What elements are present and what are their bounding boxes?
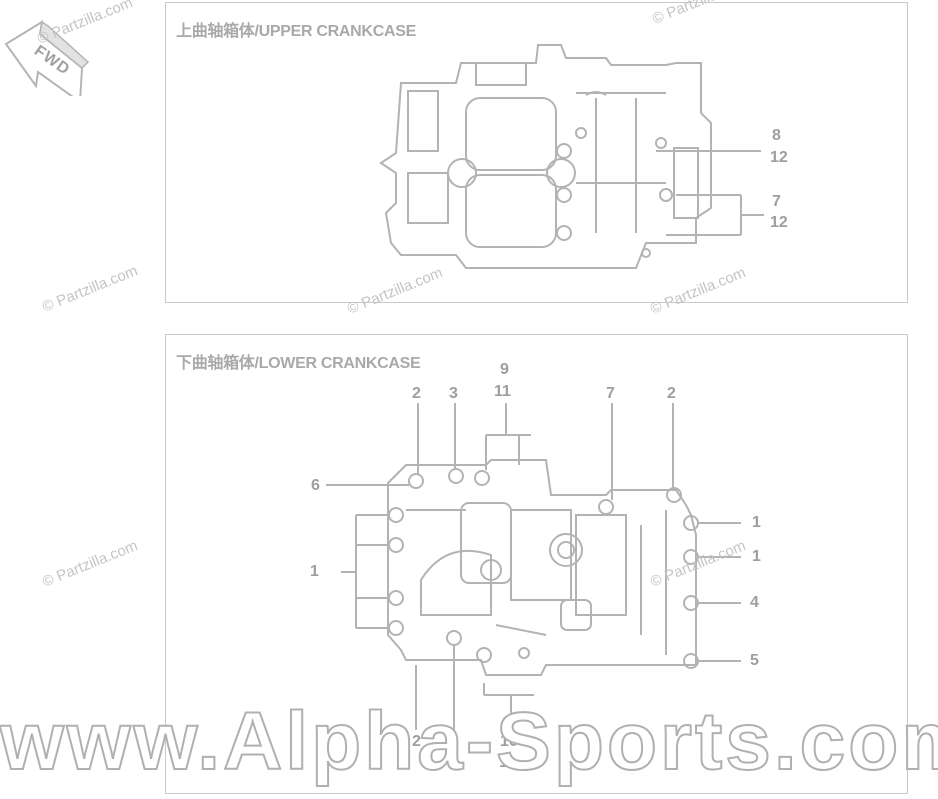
lower-callout-2-top-right: 2 [667,385,676,402]
alpha-sports-watermark: www.Alpha-Sports.com [0,695,938,788]
lower-callout-3-bottom: 3 [449,733,458,750]
upper-panel-title: 上曲轴箱体/UPPER CRANKCASE [176,23,416,40]
lower-callout-6: 6 [311,477,320,494]
upper-callout-12a: 12 [770,149,788,166]
fwd-arrow-badge: FWD [4,16,94,104]
lower-callout-11-top: 11 [494,383,511,400]
upper-callout-8: 8 [772,127,781,144]
lower-callout-4: 4 [750,594,759,611]
lower-crankcase-drawing [326,403,741,730]
partzilla-watermark: © Partzilla.com [40,262,141,316]
lower-crankcase-panel: 下曲轴箱体/LOWER CRANKCASE [165,334,908,794]
lower-callout-10: 10 [500,733,518,750]
upper-callout-12b: 12 [770,214,788,231]
lower-callout-5: 5 [750,652,759,669]
lower-callout-9: 9 [500,361,509,378]
lower-callout-7: 7 [606,385,615,402]
upper-crankcase-drawing [379,44,764,269]
upper-crankcase-panel: 上曲轴箱体/UPPER CRANKCASE [165,2,908,303]
lower-callout-11-bottom: 11 [499,754,516,771]
lower-callout-3-top: 3 [449,385,458,402]
lower-callout-1-left: 1 [310,563,319,580]
lower-panel-title: 下曲轴箱体/LOWER CRANKCASE [176,355,421,372]
partzilla-watermark: © Partzilla.com [40,537,141,591]
lower-callout-2-top-left: 2 [412,385,421,402]
lower-callout-1-right-a: 1 [752,514,761,531]
lower-callout-2-bottom: 2 [412,733,421,750]
upper-callout-7: 7 [772,193,781,210]
fwd-arrow-icon [4,20,90,104]
lower-callout-1-right-b: 1 [752,548,761,565]
